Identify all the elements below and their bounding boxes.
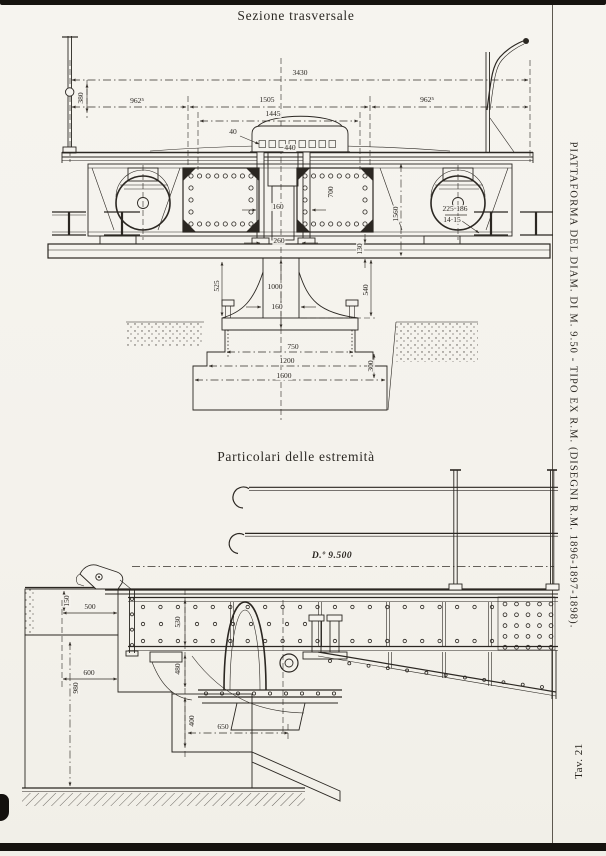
dimension-label: 400 <box>187 714 197 728</box>
railing-left <box>62 36 78 154</box>
dimension-label: 1560 <box>391 205 401 223</box>
main-girder <box>87 163 513 237</box>
dimension-label: 260 <box>272 236 286 246</box>
dimension-label: 300 <box>366 359 376 373</box>
wheel-left <box>115 165 171 240</box>
dimension-label: 40 <box>228 127 238 137</box>
dimension-lines-2 <box>61 589 289 787</box>
dimension-label: 700 <box>326 185 336 199</box>
dimension-label: 1445 <box>264 109 282 119</box>
end-detail-figure <box>22 469 560 806</box>
dimension-label: 525 <box>212 279 222 293</box>
end-support <box>149 601 348 731</box>
dimension-label: 750 <box>286 342 300 352</box>
dimension-label: 650 <box>216 722 230 732</box>
deck-edge <box>105 588 558 595</box>
masonry-abutment <box>22 586 341 806</box>
cross-section-figure <box>47 36 553 420</box>
ground-slab <box>47 243 551 259</box>
dimension-label: 480 <box>173 662 183 676</box>
center-pivot <box>250 115 350 245</box>
dimension-label: 380 <box>76 91 86 105</box>
foundation <box>192 258 388 411</box>
dimension-label: 1200 <box>278 356 296 366</box>
dimension-label: 440 <box>283 143 297 153</box>
dimension-label: 14·15 <box>442 215 462 225</box>
margin-rule <box>552 5 553 843</box>
scan-blotch <box>0 794 9 821</box>
dimension-label: 150 <box>62 594 72 608</box>
dimension-label: 600 <box>82 668 96 678</box>
dimension-label: 540 <box>361 283 371 297</box>
plate-margin-title: PIATTAFORMA DEL DIAM. DI M. 9.50 - TIPO … <box>567 141 579 629</box>
dimension-lines <box>71 78 529 382</box>
dimension-label: 980 <box>71 681 81 695</box>
approach-beams <box>52 211 553 245</box>
dimension-label: 1505 <box>258 95 276 105</box>
dimension-label: 1000 <box>266 282 284 292</box>
plate-number: Tav. 21 <box>573 743 585 779</box>
girder-elevation <box>125 589 558 699</box>
ground-texture <box>126 321 478 411</box>
figure1-title: Sezione trasversale <box>237 8 355 23</box>
dimension-label: 962⁵ <box>129 96 145 106</box>
dimension-label: 130 <box>355 242 365 256</box>
wheel-right <box>430 165 486 240</box>
locking-latch <box>75 564 132 590</box>
dimension-label: 160 <box>271 202 285 212</box>
figure2-title: Particolari delle estremità <box>217 449 375 464</box>
diameter-label: D.º 9.500 <box>310 551 354 561</box>
dimension-label: 3430 <box>291 68 309 78</box>
railing <box>228 469 560 591</box>
scan-edge-top <box>0 0 606 5</box>
scan-edge-bottom <box>0 843 606 851</box>
crank-handle <box>485 38 529 153</box>
dimension-label: 1600 <box>275 371 293 381</box>
dimension-label: 500 <box>83 602 97 612</box>
dimension-label: 225·186 <box>441 204 469 214</box>
dimension-label: 160 <box>270 302 284 312</box>
dimension-label: 530 <box>173 615 183 629</box>
dimension-label: 962⁵ <box>419 95 435 105</box>
